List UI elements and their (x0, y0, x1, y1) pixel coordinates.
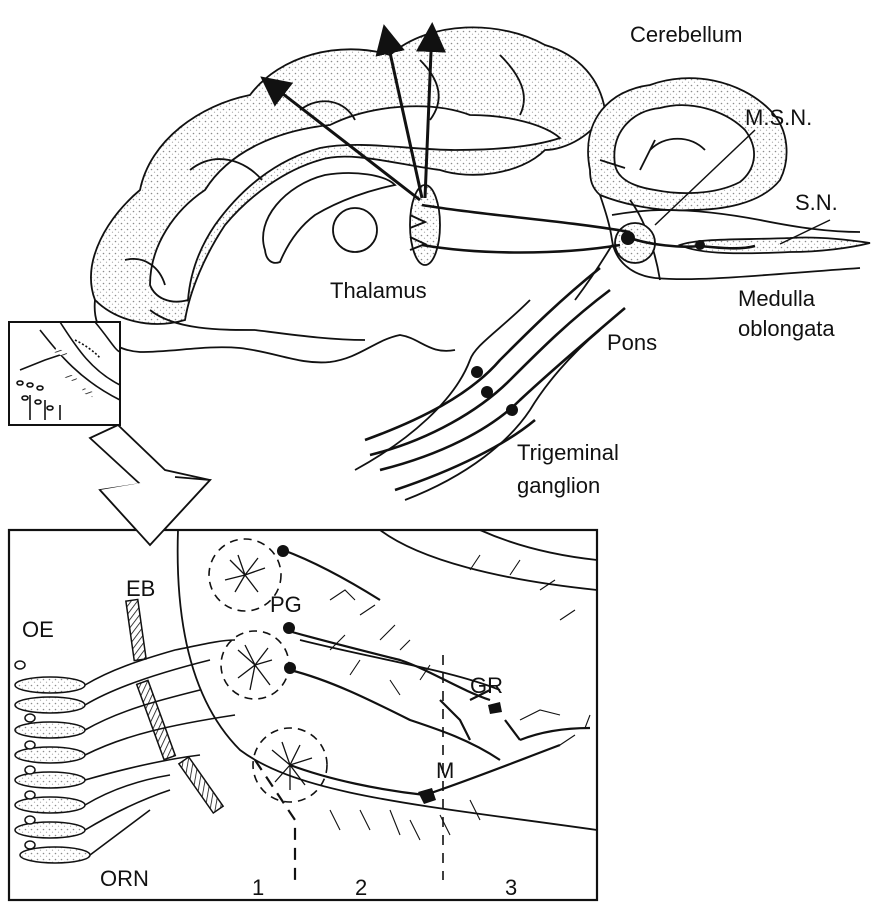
gr-label: GR (470, 673, 503, 698)
cerebellum-label: Cerebellum (630, 22, 743, 47)
sn-label: S.N. (795, 190, 838, 215)
zone-1-label: 1 (252, 875, 264, 900)
medulla-label-line2: oblongata (738, 316, 835, 341)
orn-label: ORN (100, 866, 149, 891)
sn-neuron (695, 240, 705, 250)
oe-label: OE (22, 617, 54, 642)
m-label: M (436, 758, 454, 783)
corpus-callosum (263, 173, 395, 263)
cerebellum-structure (588, 78, 787, 210)
zone-2-label: 2 (355, 875, 367, 900)
trigeminal-label-line1: Trigeminal (517, 440, 619, 465)
eb-label: EB (126, 576, 155, 601)
msn-label: M.S.N. (745, 105, 812, 130)
inset-frame (9, 530, 597, 900)
trigeminal-label-line2: ganglion (517, 473, 600, 498)
spinal-nucleus (680, 237, 870, 253)
pons-label: Pons (607, 330, 657, 355)
pg-label: PG (270, 592, 302, 617)
trigeminal-ganglion-cells (471, 366, 518, 416)
thalamus-label: Thalamus (330, 278, 427, 303)
ventricle-circle (333, 208, 377, 252)
olfactory-bulb-thumbnail (9, 322, 120, 425)
medulla-label-line1: Medulla (738, 286, 816, 311)
zone-3-label: 3 (505, 875, 517, 900)
msn-neuron (621, 231, 635, 245)
